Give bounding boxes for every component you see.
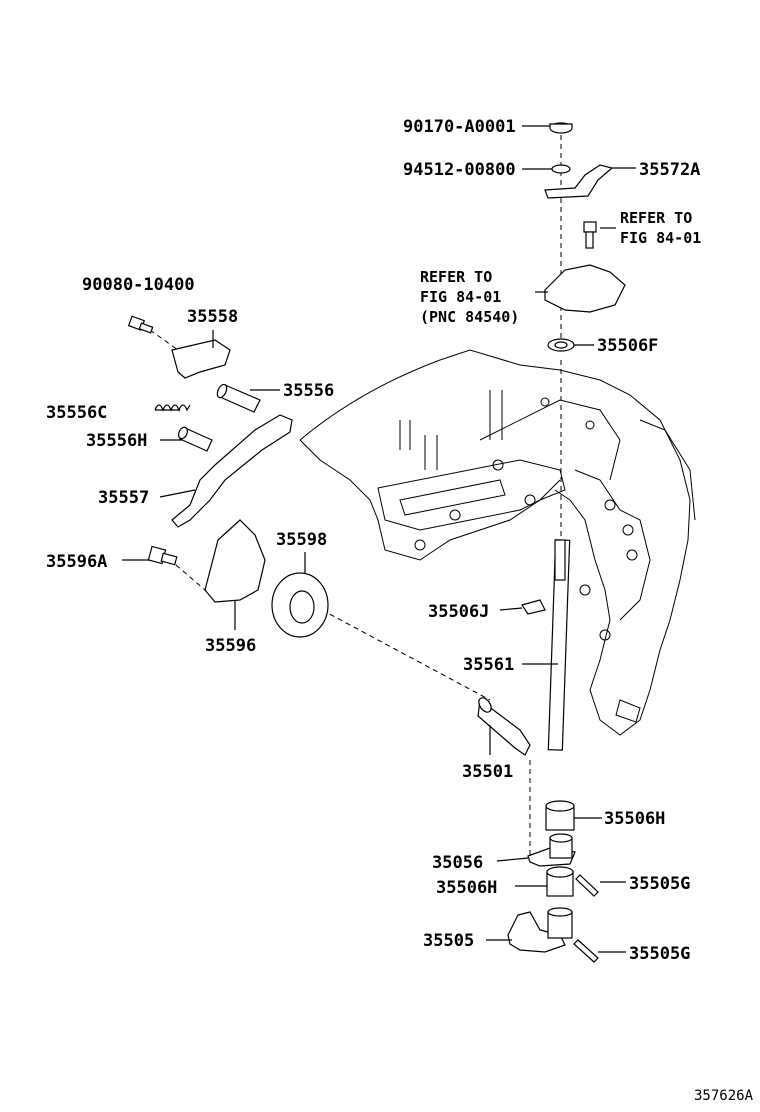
label-90170-a0001: 90170-A0001 bbox=[403, 117, 516, 137]
manual-lever-part bbox=[527, 833, 576, 867]
label-35506h-mid: 35506H bbox=[436, 878, 497, 898]
label-35596a: 35596A bbox=[46, 552, 107, 572]
label-35506f: 35506F bbox=[597, 336, 658, 356]
label-35596: 35596 bbox=[205, 636, 256, 656]
neutral-switch-part bbox=[544, 264, 626, 313]
washer-part bbox=[551, 164, 571, 174]
label-35505g-top: 35505G bbox=[629, 874, 690, 894]
label-35558: 35558 bbox=[187, 307, 238, 327]
refer-right-line2: FIG 84-01 bbox=[620, 229, 701, 247]
figure-number: 357626A bbox=[694, 1088, 754, 1104]
nut-part bbox=[549, 122, 573, 134]
label-90080-10400: 90080-10400 bbox=[82, 275, 195, 295]
label-35505g-bottom: 35505G bbox=[629, 944, 690, 964]
bolt-35596a-part bbox=[147, 545, 178, 566]
bolt-left-part bbox=[127, 315, 154, 334]
clip-part bbox=[521, 599, 546, 615]
label-35561: 35561 bbox=[463, 655, 514, 675]
bushing-top-part bbox=[545, 800, 575, 831]
bolt-axis-2 bbox=[175, 564, 206, 591]
pin-g-bottom-part bbox=[573, 939, 599, 963]
pin-part bbox=[216, 383, 261, 413]
label-35556: 35556 bbox=[283, 381, 334, 401]
leader-lines bbox=[122, 125, 636, 953]
cam-part bbox=[271, 572, 329, 638]
label-35506j: 35506J bbox=[428, 602, 489, 622]
label-94512-00800: 94512-00800 bbox=[403, 160, 516, 180]
label-35056: 35056 bbox=[432, 853, 483, 873]
oil-seal-part bbox=[547, 338, 575, 352]
plate-part bbox=[204, 519, 266, 603]
label-35556c: 35556C bbox=[46, 403, 107, 423]
bracket-part bbox=[171, 339, 231, 379]
bolt-axis bbox=[149, 329, 179, 351]
label-35505: 35505 bbox=[423, 931, 474, 951]
refer-left-line3: (PNC 84540) bbox=[420, 308, 519, 326]
label-35572a: 35572A bbox=[639, 160, 700, 180]
bolt-part bbox=[583, 221, 597, 249]
inner-lever-part bbox=[507, 907, 573, 953]
detent-axis bbox=[321, 609, 491, 701]
label-35598: 35598 bbox=[276, 530, 327, 550]
label-35506h-top: 35506H bbox=[604, 809, 665, 829]
refer-left-line1: REFER TO bbox=[420, 268, 492, 286]
label-35556h: 35556H bbox=[86, 431, 147, 451]
rod-part bbox=[477, 697, 531, 756]
pin-g-top-part bbox=[575, 874, 599, 897]
pin-small-part bbox=[177, 426, 213, 452]
label-35557: 35557 bbox=[98, 488, 149, 508]
shaft-part bbox=[547, 539, 571, 751]
spring-part bbox=[154, 404, 191, 412]
label-35501: 35501 bbox=[462, 762, 513, 782]
refer-right-line1: REFER TO bbox=[620, 209, 692, 227]
bushing-mid-part bbox=[546, 866, 574, 897]
detent-lever-part bbox=[171, 414, 293, 528]
refer-left-line2: FIG 84-01 bbox=[420, 288, 501, 306]
transmission-case bbox=[299, 349, 696, 736]
